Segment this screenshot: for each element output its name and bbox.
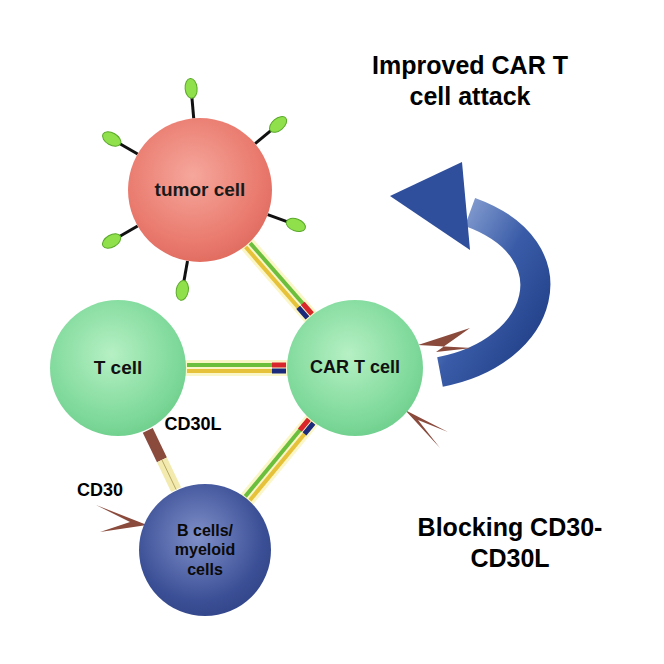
car-domain	[298, 307, 307, 318]
cd30-outline	[162, 460, 176, 490]
antigen	[267, 113, 290, 135]
cd30-stalk	[162, 460, 176, 490]
cd30l-spike	[405, 410, 448, 448]
antigen	[100, 231, 123, 251]
molecule-label: CD30	[70, 479, 130, 502]
antigen-stalk	[119, 143, 138, 154]
molecule-connector	[148, 430, 176, 489]
antigen	[284, 216, 307, 234]
antigen-stalk	[268, 215, 289, 223]
antigen-stalk	[192, 96, 194, 118]
antibody-chain	[187, 363, 286, 367]
antigen	[100, 129, 123, 149]
molecule-connector	[187, 365, 286, 371]
cd30l-spike	[96, 505, 147, 532]
cell-circle: B cells/ myeloid cells	[139, 484, 271, 616]
molecule-connector	[246, 243, 312, 318]
caption-text: Blocking CD30-CD30L	[410, 512, 610, 575]
antibody-glow	[187, 360, 286, 376]
antibody-chain	[246, 247, 308, 318]
cd30l-stalk	[148, 430, 162, 460]
car-domain	[272, 369, 286, 374]
antibody-glow	[248, 421, 312, 498]
antigen-stalk	[255, 130, 272, 144]
antibody-chain	[250, 243, 312, 314]
antibody-chain	[187, 369, 286, 373]
antigen	[175, 280, 190, 302]
antibody-chain	[245, 419, 309, 496]
cell-name: tumor cell	[155, 179, 246, 202]
antibody-chain	[250, 423, 314, 500]
cd30l-spike	[418, 328, 472, 352]
antigen-stalk	[184, 261, 188, 283]
cell-name: T cell	[94, 357, 143, 380]
car-domain	[305, 423, 314, 434]
antigen-stalk	[119, 226, 138, 237]
cell-circle: tumor cell	[128, 118, 272, 262]
molecule-label: CD30L	[158, 413, 228, 436]
cell-name: B cells/ myeloid cells	[156, 521, 255, 579]
molecule-connector	[245, 419, 313, 500]
cell-circle: CAR T cell	[287, 300, 423, 436]
arrow-head	[390, 162, 470, 250]
caption-text: Improved CAR T cell attack	[365, 50, 575, 113]
antigen	[184, 78, 198, 99]
cell-name: CAR T cell	[310, 357, 400, 379]
car-domain	[272, 363, 286, 368]
antibody-glow	[248, 245, 310, 316]
